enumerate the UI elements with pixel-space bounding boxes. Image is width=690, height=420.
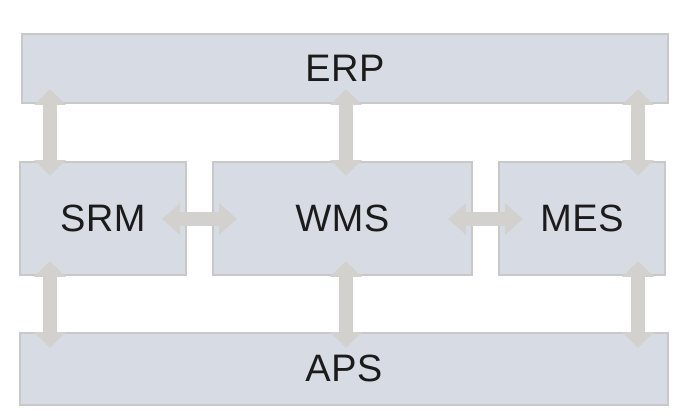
node-erp: ERP <box>21 33 669 104</box>
node-wms: WMS <box>212 161 473 276</box>
node-srm: SRM <box>19 161 187 276</box>
node-aps: APS <box>19 332 669 406</box>
node-mes-label: MES <box>540 197 624 240</box>
node-aps-label: APS <box>305 348 383 390</box>
node-erp-label: ERP <box>305 47 385 90</box>
node-wms-label: WMS <box>295 197 390 240</box>
node-srm-label: SRM <box>60 197 146 240</box>
node-mes: MES <box>498 161 666 276</box>
